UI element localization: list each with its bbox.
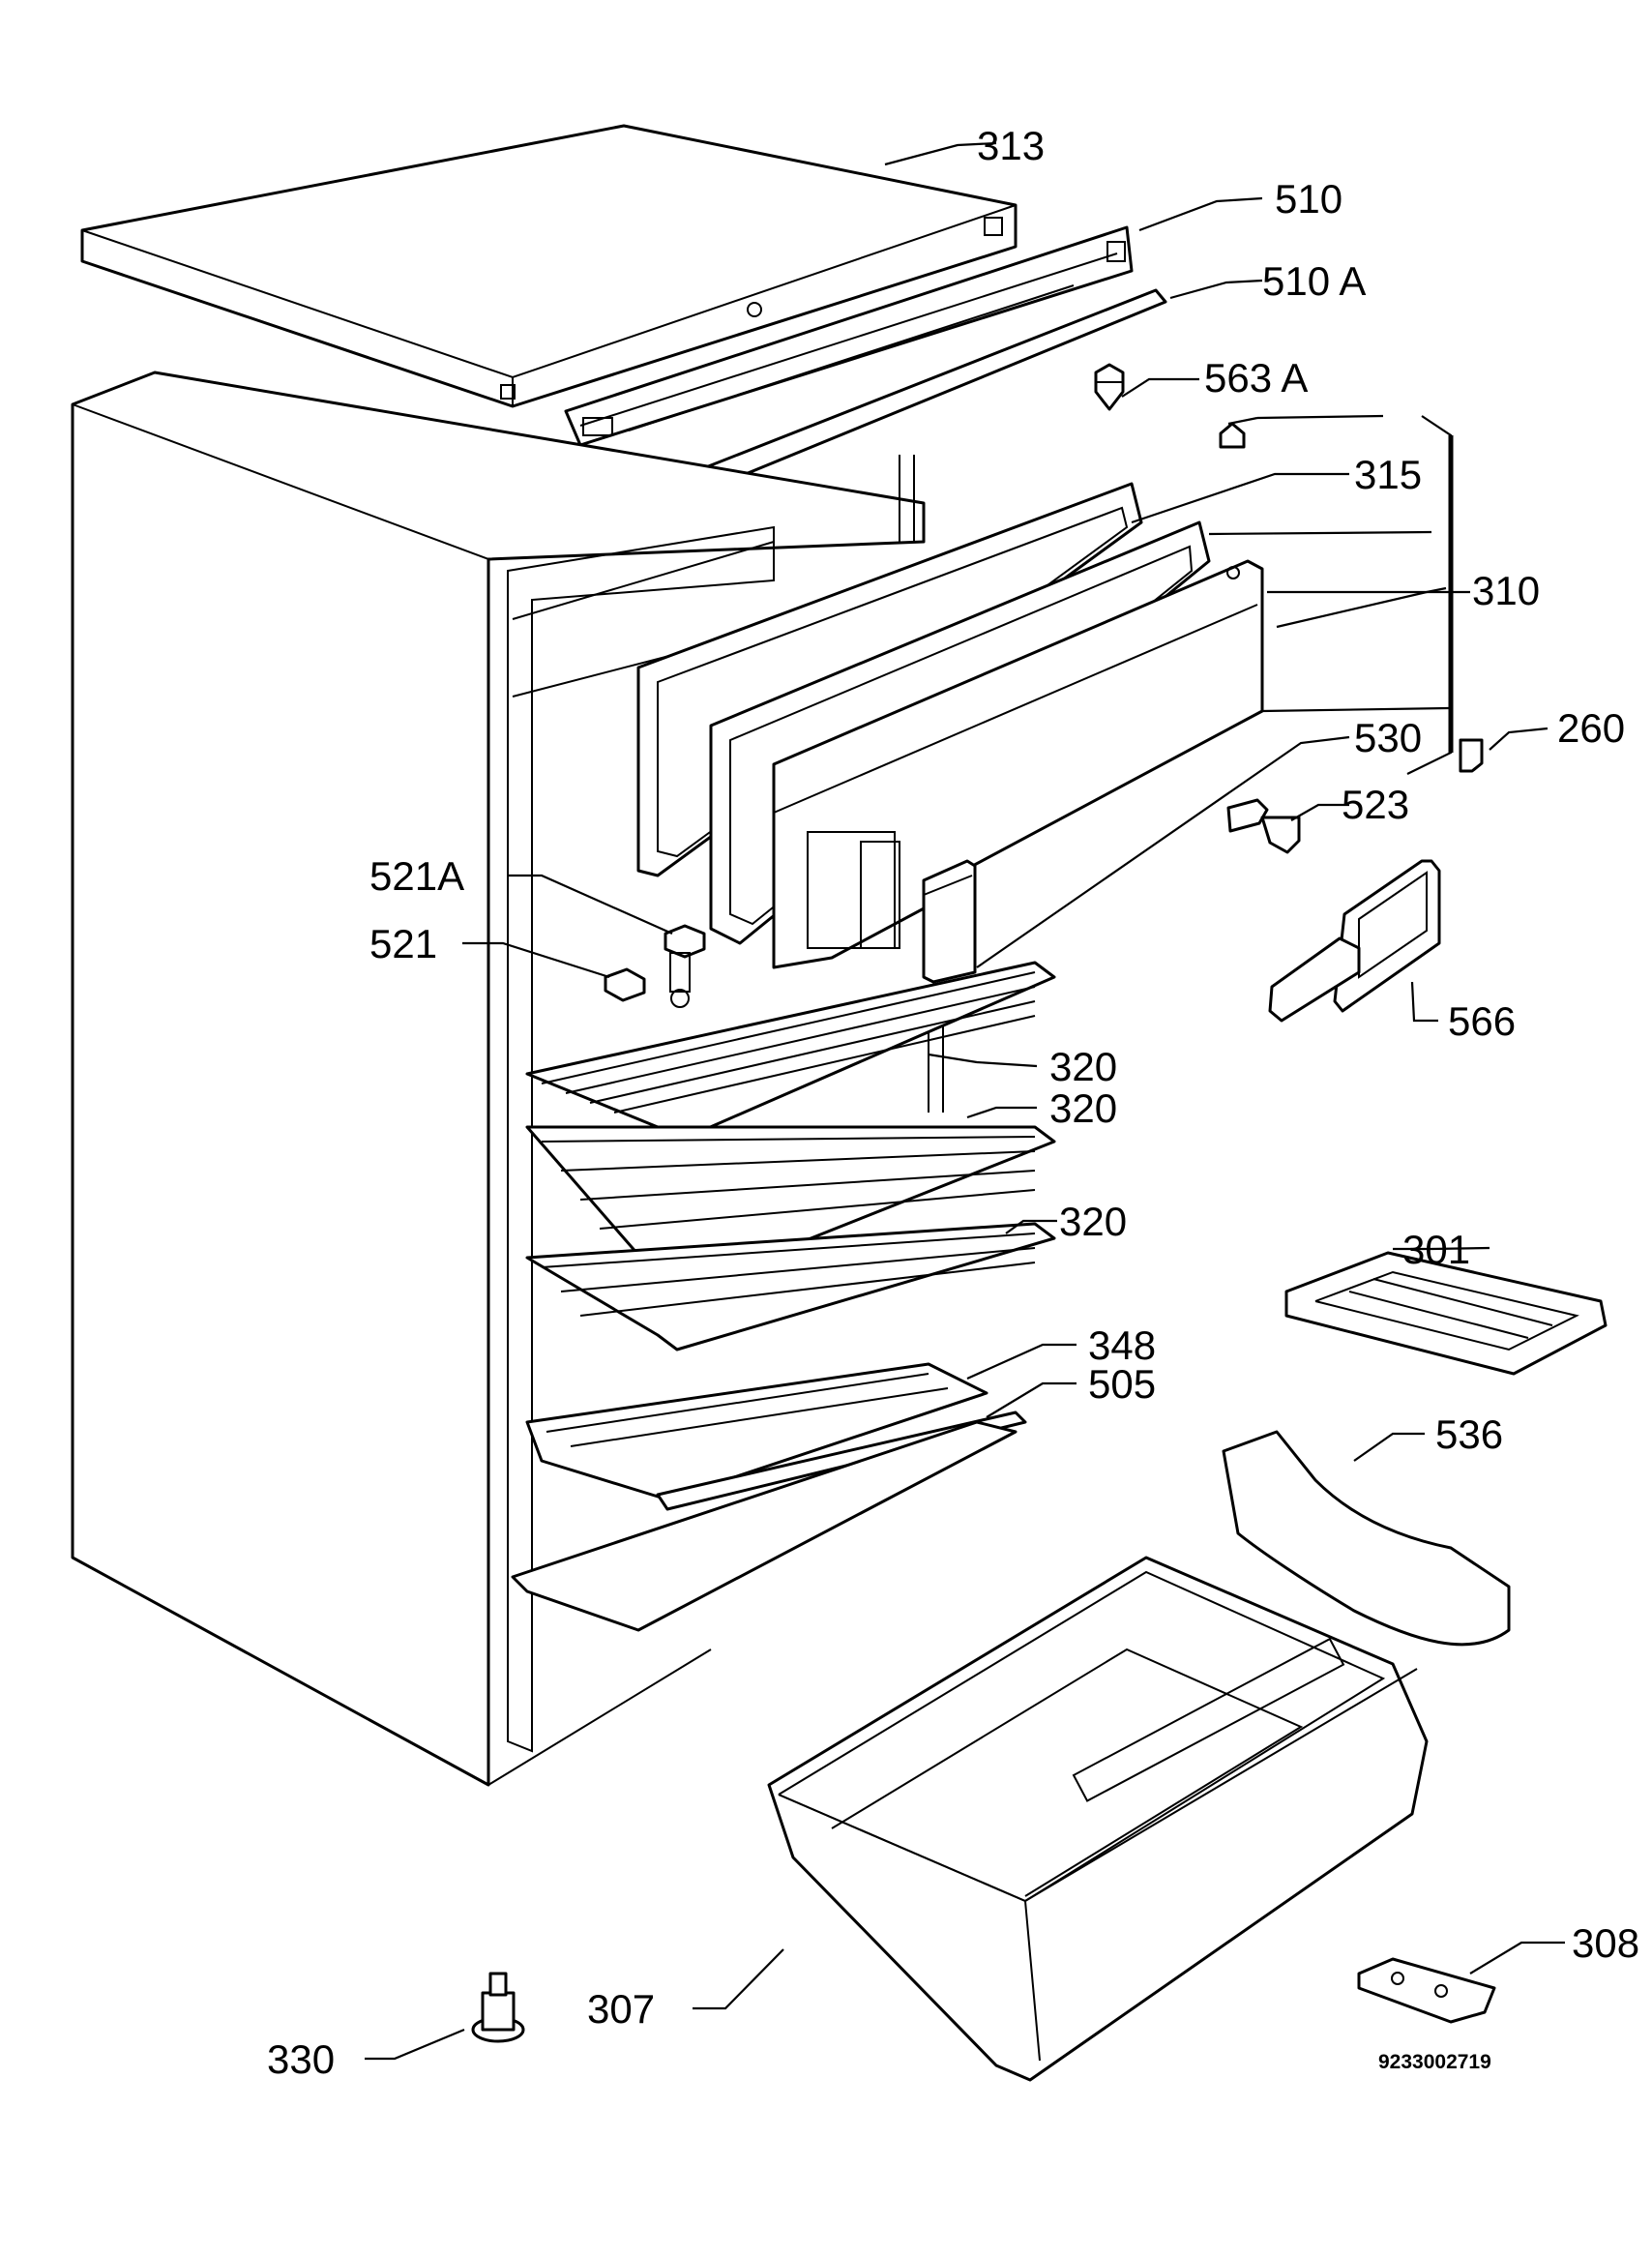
label-510a: 510 A [1262, 258, 1366, 304]
part-530-handle[interactable] [922, 859, 977, 984]
cabinet-body [71, 371, 944, 1787]
label-260: 260 [1557, 705, 1625, 751]
shelf-3-bars [541, 1232, 1036, 1317]
label-310: 310 [1472, 568, 1540, 613]
label-330: 330 [267, 2036, 335, 2082]
label-536: 536 [1435, 1411, 1503, 1457]
label-320-middle: 320 [1049, 1085, 1117, 1131]
part-301-ice-tray[interactable] [1284, 1251, 1608, 1376]
label-320-bottom: 320 [1059, 1199, 1127, 1244]
shelf-1-bars [541, 971, 1036, 1114]
label-566: 566 [1448, 998, 1516, 1044]
label-523: 523 [1342, 782, 1409, 827]
part-320-shelf-3[interactable] [525, 1222, 1056, 1351]
part-521-cap[interactable] [604, 967, 646, 1002]
bottom-glass-plate [511, 1420, 1018, 1632]
part-510-strip[interactable] [564, 225, 1134, 447]
group-bracket-310 [1406, 415, 1454, 775]
drawing-code: 9233002719 [1378, 2051, 1491, 2073]
label-308: 308 [1572, 1920, 1639, 1966]
part-523-pin[interactable] [1226, 798, 1301, 854]
part-310-door-panel[interactable] [772, 559, 1264, 969]
leader-lines [365, 141, 1565, 2061]
label-301: 301 [1402, 1227, 1470, 1272]
part-320-shelf-1[interactable] [525, 961, 1056, 1143]
part-521a-lock[interactable] [664, 924, 706, 1008]
shelf-2-bars [541, 1136, 1036, 1230]
part-536-tray[interactable] [1222, 1430, 1511, 1647]
part-330-foot[interactable] [471, 1972, 525, 2043]
part-308-bracket[interactable] [1357, 1957, 1496, 2024]
label-510: 510 [1275, 176, 1342, 222]
label-320-top: 320 [1049, 1044, 1117, 1089]
label-348: 348 [1088, 1322, 1156, 1368]
part-348-glass-shelf[interactable] [525, 1362, 988, 1501]
part-260-latch[interactable] [1459, 738, 1484, 773]
part-307-drawer[interactable] [767, 1556, 1429, 2082]
part-563a-clip[interactable] [1094, 363, 1125, 411]
label-315: 315 [1354, 452, 1422, 497]
label-521a: 521A [369, 853, 464, 899]
part-566-scraper[interactable] [1268, 859, 1441, 1023]
label-521: 521 [369, 921, 437, 966]
label-563a: 563 A [1204, 355, 1308, 401]
part-clip-second[interactable] [1219, 422, 1246, 449]
label-505: 505 [1088, 1361, 1156, 1407]
label-307: 307 [587, 1986, 655, 2032]
label-313: 313 [977, 123, 1045, 168]
label-530: 530 [1354, 715, 1422, 760]
part-313-top-cover[interactable] [80, 124, 1018, 408]
glass-shelf-bars [546, 1373, 949, 1447]
